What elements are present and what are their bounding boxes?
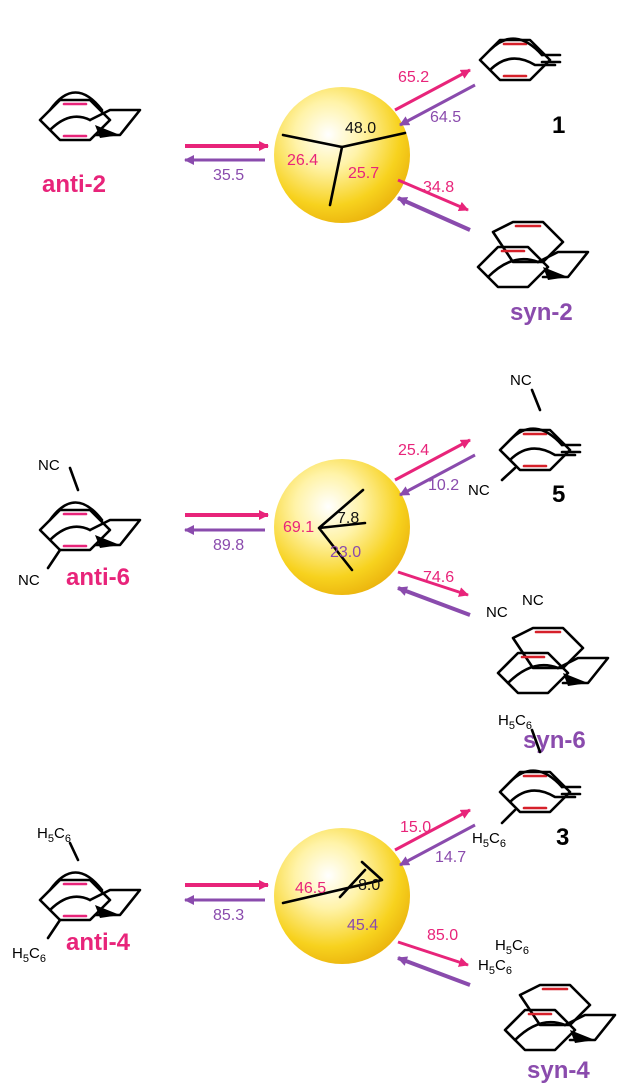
row1-top-down-value: 64.5: [430, 109, 461, 126]
row3-product-ph-top: H5C6: [498, 712, 532, 732]
row3-pie-lines: [281, 860, 384, 905]
row2-pie-lines: [317, 488, 367, 572]
row2-nc-top: NC: [38, 457, 60, 474]
product-3-structure: [498, 769, 582, 814]
row3-reactant-label: anti-4: [66, 929, 131, 956]
row3-top-product-label: 3: [556, 824, 569, 851]
row3-pie-c: 45.4: [347, 917, 378, 934]
row3-top-down-value: 14.7: [435, 849, 466, 866]
syn-2-structure: [476, 220, 590, 289]
anti-6-structure: [38, 501, 142, 552]
row1-bot-up-value: 34.8: [423, 179, 454, 196]
row3-top-up-value: 15.0: [400, 819, 431, 836]
row1-pie-b: 26.4: [287, 152, 318, 169]
row2-top-up-value: 25.4: [398, 442, 429, 459]
row1-top-up-arrow: [394, 68, 471, 112]
row2-top-down-value: 10.2: [428, 477, 459, 494]
row2-reactant-label: anti-6: [66, 564, 130, 591]
row2-product-nc-top: NC: [510, 372, 532, 389]
row2-nc-bottom: NC: [18, 572, 40, 589]
syn-4-structure: [503, 983, 617, 1052]
row2-syn-nc-a: NC: [486, 604, 508, 621]
row1-reverse-value: 35.5: [213, 167, 244, 184]
product-5-structure: [498, 427, 582, 472]
row1-bot-product-label: syn-2: [510, 299, 573, 326]
row3-pie-a: 8.0: [358, 877, 380, 894]
row1-bot-up-arrow: [397, 178, 469, 212]
row3-pie-b: 46.5: [295, 880, 326, 897]
row1-top-down-arrow: [399, 83, 476, 127]
row3-syn-ph-b: H5C6: [478, 957, 512, 977]
syn-6-structure: [496, 626, 610, 695]
row2-pie-a: 7.8: [337, 510, 359, 527]
row3-ph-top: H5C6: [37, 825, 71, 845]
row2-pie-c: 23.0: [330, 544, 361, 561]
row2-product-nc-bottom: NC: [468, 482, 490, 499]
row2-reverse-value: 89.8: [213, 537, 244, 554]
row-2: NC NC anti-6 89.8 7.8 69.1 23.0 25.4 10.…: [18, 372, 610, 754]
row3-reverse-value: 85.3: [213, 907, 244, 924]
row2-bot-down-arrow: [397, 586, 471, 617]
anti-2-structure: [38, 91, 142, 142]
row2-sphere: [274, 459, 410, 595]
row-3: H5C6 H5C6 anti-4 85.3 8.0 46.5 45.4 15.0…: [12, 712, 617, 1084]
row2-syn-nc-b: NC: [522, 592, 544, 609]
row3-bot-down-arrow: [397, 956, 471, 987]
row2-top-down-arrow: [399, 453, 476, 497]
row3-top-up-arrow: [394, 808, 471, 852]
product-1-structure: [478, 37, 562, 82]
row2-top-product-label: 5: [552, 481, 565, 508]
row1-reactant-label: anti-2: [42, 171, 106, 198]
row3-bot-up-arrow: [397, 940, 469, 967]
row3-product-ph-bottom: H5C6: [472, 830, 506, 850]
row2-bot-up-value: 74.6: [423, 569, 454, 586]
row2-bot-up-arrow: [397, 570, 469, 597]
row3-bot-product-label: syn-4: [527, 1057, 590, 1084]
row1-pie-c: 25.7: [348, 165, 379, 182]
row2-pie-b: 69.1: [283, 519, 314, 536]
row1-bot-down-arrow: [397, 196, 471, 232]
row3-syn-ph-a: H5C6: [495, 937, 529, 957]
row3-ph-bottom: H5C6: [12, 945, 46, 965]
row1-sphere: [274, 87, 410, 223]
row3-top-down-arrow: [399, 823, 476, 867]
row1-top-product-label: 1: [552, 112, 565, 139]
row2-top-up-arrow: [394, 438, 471, 482]
row1-top-up-value: 65.2: [398, 69, 429, 86]
row-1: anti-2 35.5 48.0 26.4 25.7 65.2 64.5 1 3…: [38, 37, 590, 326]
row3-bot-up-value: 85.0: [427, 927, 458, 944]
row1-pie-a: 48.0: [345, 120, 376, 137]
anti-4-structure: [38, 871, 142, 922]
